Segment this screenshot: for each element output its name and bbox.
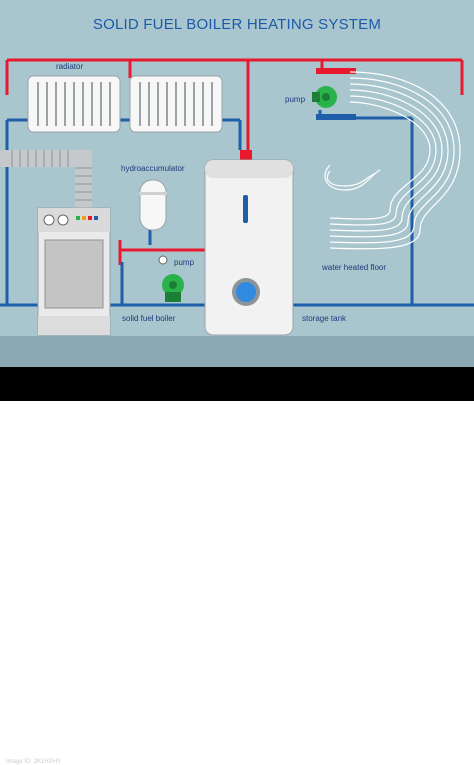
chimney-duct	[0, 150, 92, 208]
radiator-right	[129, 75, 223, 133]
image-code: 2K1HXHY	[432, 741, 464, 748]
site-url: www.alamy.com	[413, 754, 464, 761]
diagram-graphics	[0, 58, 474, 336]
storage-tank-label: storage tank	[302, 314, 347, 323]
top-pump-label: pump	[285, 95, 306, 104]
hot-pipes	[5, 58, 464, 265]
heating-diagram: SOLID FUEL BOILER HEATING SYSTEM radiato…	[0, 0, 474, 367]
bottom-pump-label: pump	[174, 258, 195, 267]
solid-fuel-boiler-label: solid fuel boiler	[122, 314, 176, 323]
boiler-graphic	[37, 207, 111, 336]
heated-floor-coil	[324, 71, 461, 250]
image-id: Image ID: 2K1HXHY	[6, 759, 62, 765]
water-heated-floor-label: water heated floor	[322, 263, 387, 272]
radiator-left	[27, 75, 121, 133]
hydroaccumulator-graphic	[139, 179, 167, 231]
diagram-title: SOLID FUEL BOILER HEATING SYSTEM	[92, 16, 382, 33]
hydroaccumulator-label: hydroaccumulator	[121, 164, 185, 173]
floor	[0, 336, 474, 367]
bottom-pump	[158, 255, 184, 302]
radiator-label: radiator	[56, 62, 84, 71]
alamy-logo: alamy	[6, 735, 78, 759]
top-pump	[312, 68, 356, 120]
stock-footer: alamy Image ID: 2K1HXHY 2K1HXHY www.alam…	[0, 367, 474, 765]
storage-tank-graphic	[204, 150, 294, 336]
